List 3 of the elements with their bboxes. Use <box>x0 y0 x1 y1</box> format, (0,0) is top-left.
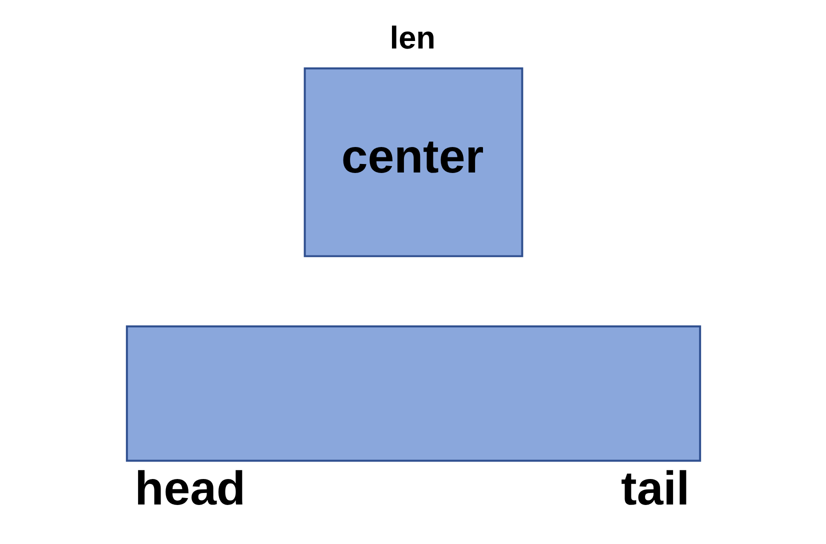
node-label: tail <box>620 462 690 516</box>
node-label: head <box>134 462 245 516</box>
node-label: len <box>389 19 435 56</box>
